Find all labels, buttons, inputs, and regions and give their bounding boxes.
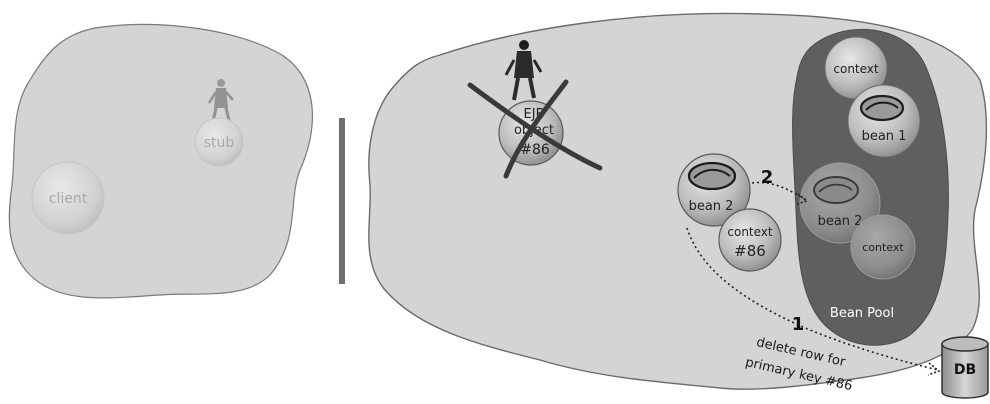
step1-label: 1 — [792, 314, 805, 335]
ejb-object-label-line3: #86 — [520, 142, 550, 158]
bean2-label: bean 2 — [689, 199, 734, 214]
stub-sphere: stub — [195, 118, 243, 166]
stub-label: stub — [204, 135, 235, 151]
pool-context-top-label: context — [833, 62, 879, 76]
pool-context-bottom-label: context — [862, 241, 904, 254]
divider-bar — [339, 118, 345, 284]
bean-pool: context bean 1 bean 2 context Bean Pool — [793, 29, 949, 345]
db-label: DB — [954, 362, 976, 378]
bean1-sphere: bean 1 — [848, 85, 920, 157]
context86-label-line1: context — [727, 225, 773, 239]
context86-label-line2: #86 — [734, 242, 766, 260]
bean1-label: bean 1 — [862, 129, 907, 144]
bean2-coffee-bean-icon — [689, 163, 735, 189]
client-sphere: client — [32, 162, 104, 234]
pool-bean2-label: bean 2 — [818, 214, 863, 229]
client-heap: stub client — [9, 24, 312, 297]
context86-sphere: context #86 — [719, 209, 781, 271]
client-label: client — [49, 191, 88, 207]
database-icon: DB — [942, 337, 988, 398]
pool-bean2-coffee-bean-icon — [814, 177, 858, 203]
step2-label: 2 — [761, 167, 774, 188]
bean1-coffee-bean-icon — [861, 96, 903, 120]
bean-pool-title: Bean Pool — [830, 306, 894, 321]
pool-context-bottom-sphere: context — [851, 215, 915, 279]
client-heap-shape — [9, 24, 312, 297]
